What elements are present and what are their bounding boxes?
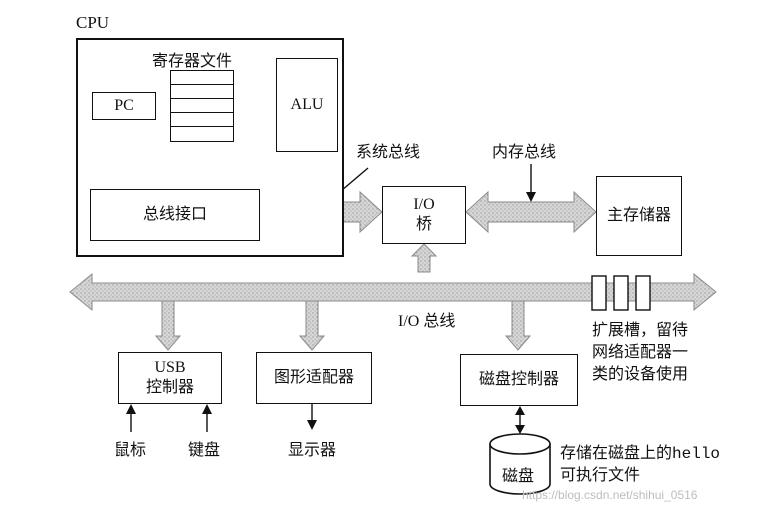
- bus-interface-label: 总线接口: [142, 206, 207, 223]
- usb-controller-box: USB 控制器: [118, 352, 222, 404]
- keyboard-label: 键盘: [188, 442, 221, 459]
- graphics-adapter-label: 图形适配器: [273, 369, 354, 386]
- disk-controller-disk-head-up: [515, 406, 525, 415]
- io-bus-to-usb-arrow: [154, 300, 182, 351]
- register-file: [170, 70, 234, 142]
- disk-controller-box: 磁盘控制器: [460, 354, 578, 406]
- io-bridge-box: I/O 桥: [382, 186, 466, 244]
- watermark: https://blog.csdn.net/shihui_0516: [522, 488, 698, 502]
- alu-label: ALU: [290, 96, 324, 113]
- memory-bus-label: 内存总线: [492, 144, 557, 161]
- usb-controller-line1: USB: [154, 359, 186, 376]
- disk-controller-disk-head-down: [515, 425, 525, 434]
- io-bridge-label-line1: I/O: [413, 196, 435, 213]
- hello-note-line2: 可执行文件: [560, 467, 641, 484]
- cpu-label: CPU: [76, 13, 110, 32]
- mouse-to-usb-head: [126, 404, 136, 414]
- expansion-note-line1: 扩展槽，留待: [592, 322, 689, 339]
- expansion-slot-3: [635, 275, 651, 311]
- disk-cylinder: [489, 433, 551, 495]
- expansion-slots-note: 扩展槽，留待 网络适配器一 类的设备使用: [592, 320, 688, 386]
- io-bus-to-graphics-arrow: [298, 300, 326, 351]
- register-file-label: 寄存器文件: [152, 53, 233, 70]
- bridge-io-bus-arrow: [410, 243, 438, 273]
- display-label: 显示器: [288, 442, 337, 459]
- expansion-slot-1: [591, 275, 607, 311]
- io-bridge-label-line2: 桥: [415, 216, 432, 233]
- hello-note-prefix: 存储在磁盘上的: [560, 445, 673, 462]
- disk-controller-label: 磁盘控制器: [478, 371, 559, 388]
- main-memory-label: 主存储器: [606, 207, 671, 224]
- io-bus-label: I/O 总线: [398, 313, 456, 330]
- keyboard-to-usb-head: [202, 404, 212, 414]
- alu-box: ALU: [276, 58, 338, 152]
- memory-bus-pointer-head: [526, 192, 536, 202]
- register-row: [171, 113, 233, 127]
- hello-note-code: hello: [672, 445, 721, 463]
- io-bus-to-disk-controller-arrow: [504, 300, 532, 351]
- main-memory-box: 主存储器: [596, 176, 682, 256]
- system-bus-label: 系统总线: [356, 144, 421, 161]
- graphics-adapter-box: 图形适配器: [256, 352, 372, 404]
- register-row: [171, 71, 233, 85]
- register-row: [171, 127, 233, 140]
- expansion-note-line3: 类的设备使用: [592, 366, 689, 383]
- register-row: [171, 85, 233, 99]
- usb-controller-line2: 控制器: [145, 379, 194, 396]
- expansion-slot-2: [613, 275, 629, 311]
- register-row: [171, 99, 233, 113]
- hello-note: 存储在磁盘上的hello 可执行文件: [560, 443, 720, 487]
- disk-label: 磁盘: [502, 468, 535, 485]
- expansion-note-line2: 网络适配器一: [592, 344, 689, 361]
- graphics-to-display-head: [307, 420, 317, 430]
- pc-register: PC: [92, 92, 156, 120]
- mouse-label: 鼠标: [114, 442, 147, 459]
- io-bus-arrow: [69, 272, 717, 312]
- bus-interface-box: 总线接口: [90, 189, 260, 241]
- pc-label: PC: [114, 97, 134, 114]
